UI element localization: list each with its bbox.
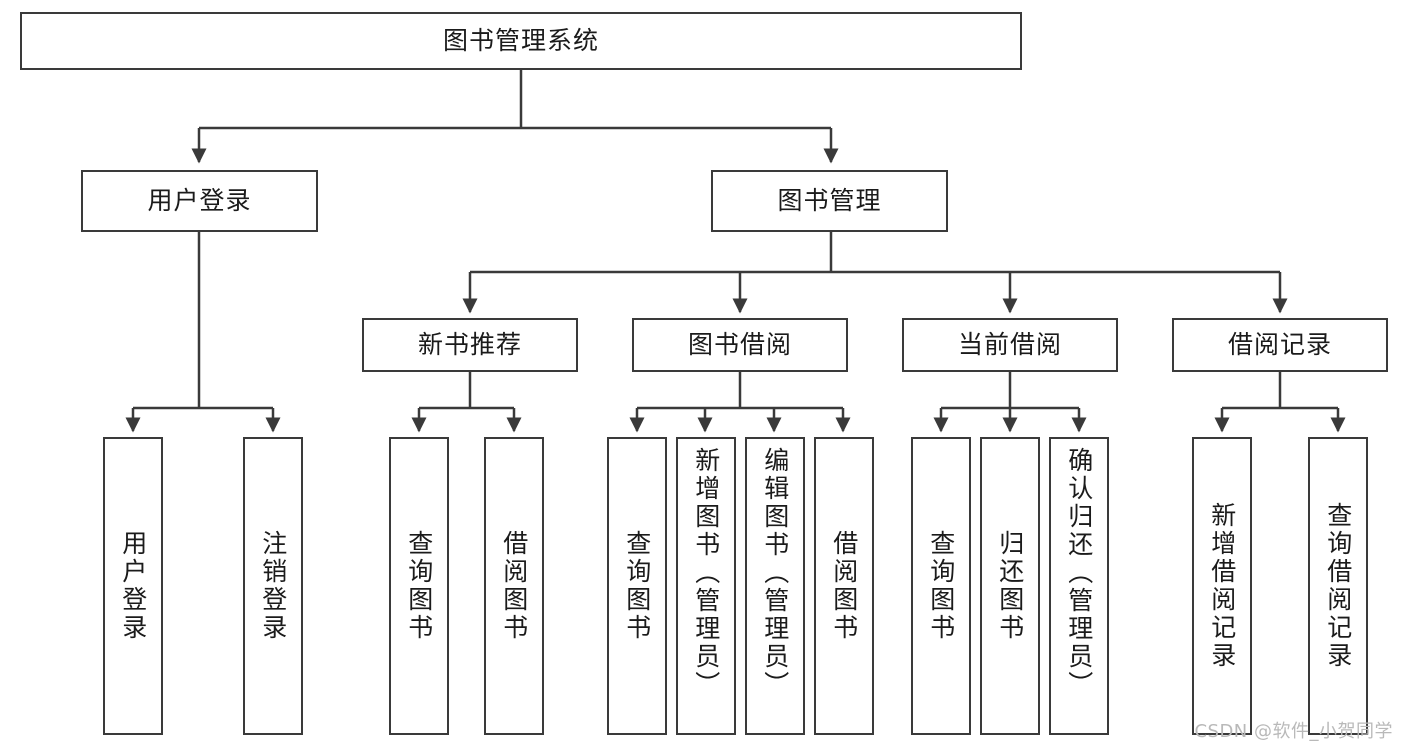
node-label: 借阅记录 xyxy=(1227,330,1332,359)
leaf-borrow-book-1[interactable]: 借阅图书 xyxy=(484,437,544,735)
leaf-query-book-1[interactable]: 查询图书 xyxy=(389,437,449,735)
node-book-borrow[interactable]: 图书借阅 xyxy=(632,318,848,372)
node-label: 归还图书 xyxy=(995,530,1025,642)
node-label: 当前借阅 xyxy=(957,330,1062,359)
node-label: 图书管理系统 xyxy=(442,26,599,55)
node-current-borrow[interactable]: 当前借阅 xyxy=(902,318,1118,372)
node-label: 确认归还（管理员） xyxy=(1064,447,1094,699)
node-label: 新书推荐 xyxy=(417,330,522,359)
node-label: 查询借阅记录 xyxy=(1323,502,1353,670)
leaf-confirm-return[interactable]: 确认归还（管理员） xyxy=(1049,437,1109,735)
node-label: 借阅图书 xyxy=(499,530,529,642)
node-label: 新增图书（管理员） xyxy=(691,447,721,699)
node-label: 图书借阅 xyxy=(687,330,792,359)
node-book-management-system[interactable]: 图书管理系统 xyxy=(20,12,1022,70)
leaf-borrow-book-2[interactable]: 借阅图书 xyxy=(814,437,874,735)
node-user-login[interactable]: 用户登录 xyxy=(81,170,318,232)
node-label: 图书管理 xyxy=(777,186,882,215)
node-borrow-record[interactable]: 借阅记录 xyxy=(1172,318,1388,372)
node-label: 借阅图书 xyxy=(829,530,859,642)
leaf-add-record[interactable]: 新增借阅记录 xyxy=(1192,437,1252,735)
leaf-query-book-3[interactable]: 查询图书 xyxy=(911,437,971,735)
csdn-watermark: CSDN @软件_小贺同学 xyxy=(1194,721,1393,742)
node-label: 编辑图书（管理员） xyxy=(760,447,790,699)
node-label: 新增借阅记录 xyxy=(1207,502,1237,670)
leaf-edit-book[interactable]: 编辑图书（管理员） xyxy=(745,437,805,735)
leaf-logout-login[interactable]: 注销登录 xyxy=(243,437,303,735)
node-label: 查询图书 xyxy=(404,530,434,642)
node-label: 查询图书 xyxy=(926,530,956,642)
leaf-return-book[interactable]: 归还图书 xyxy=(980,437,1040,735)
node-label: 用户登录 xyxy=(147,186,252,215)
node-label: 注销登录 xyxy=(258,530,288,642)
node-label: 查询图书 xyxy=(622,530,652,642)
node-label: 用户登录 xyxy=(118,530,148,642)
node-book-manage[interactable]: 图书管理 xyxy=(711,170,948,232)
leaf-query-record[interactable]: 查询借阅记录 xyxy=(1308,437,1368,735)
leaf-user-login[interactable]: 用户登录 xyxy=(103,437,163,735)
leaf-query-book-2[interactable]: 查询图书 xyxy=(607,437,667,735)
node-new-book-recommend[interactable]: 新书推荐 xyxy=(362,318,578,372)
leaf-add-book[interactable]: 新增图书（管理员） xyxy=(676,437,736,735)
